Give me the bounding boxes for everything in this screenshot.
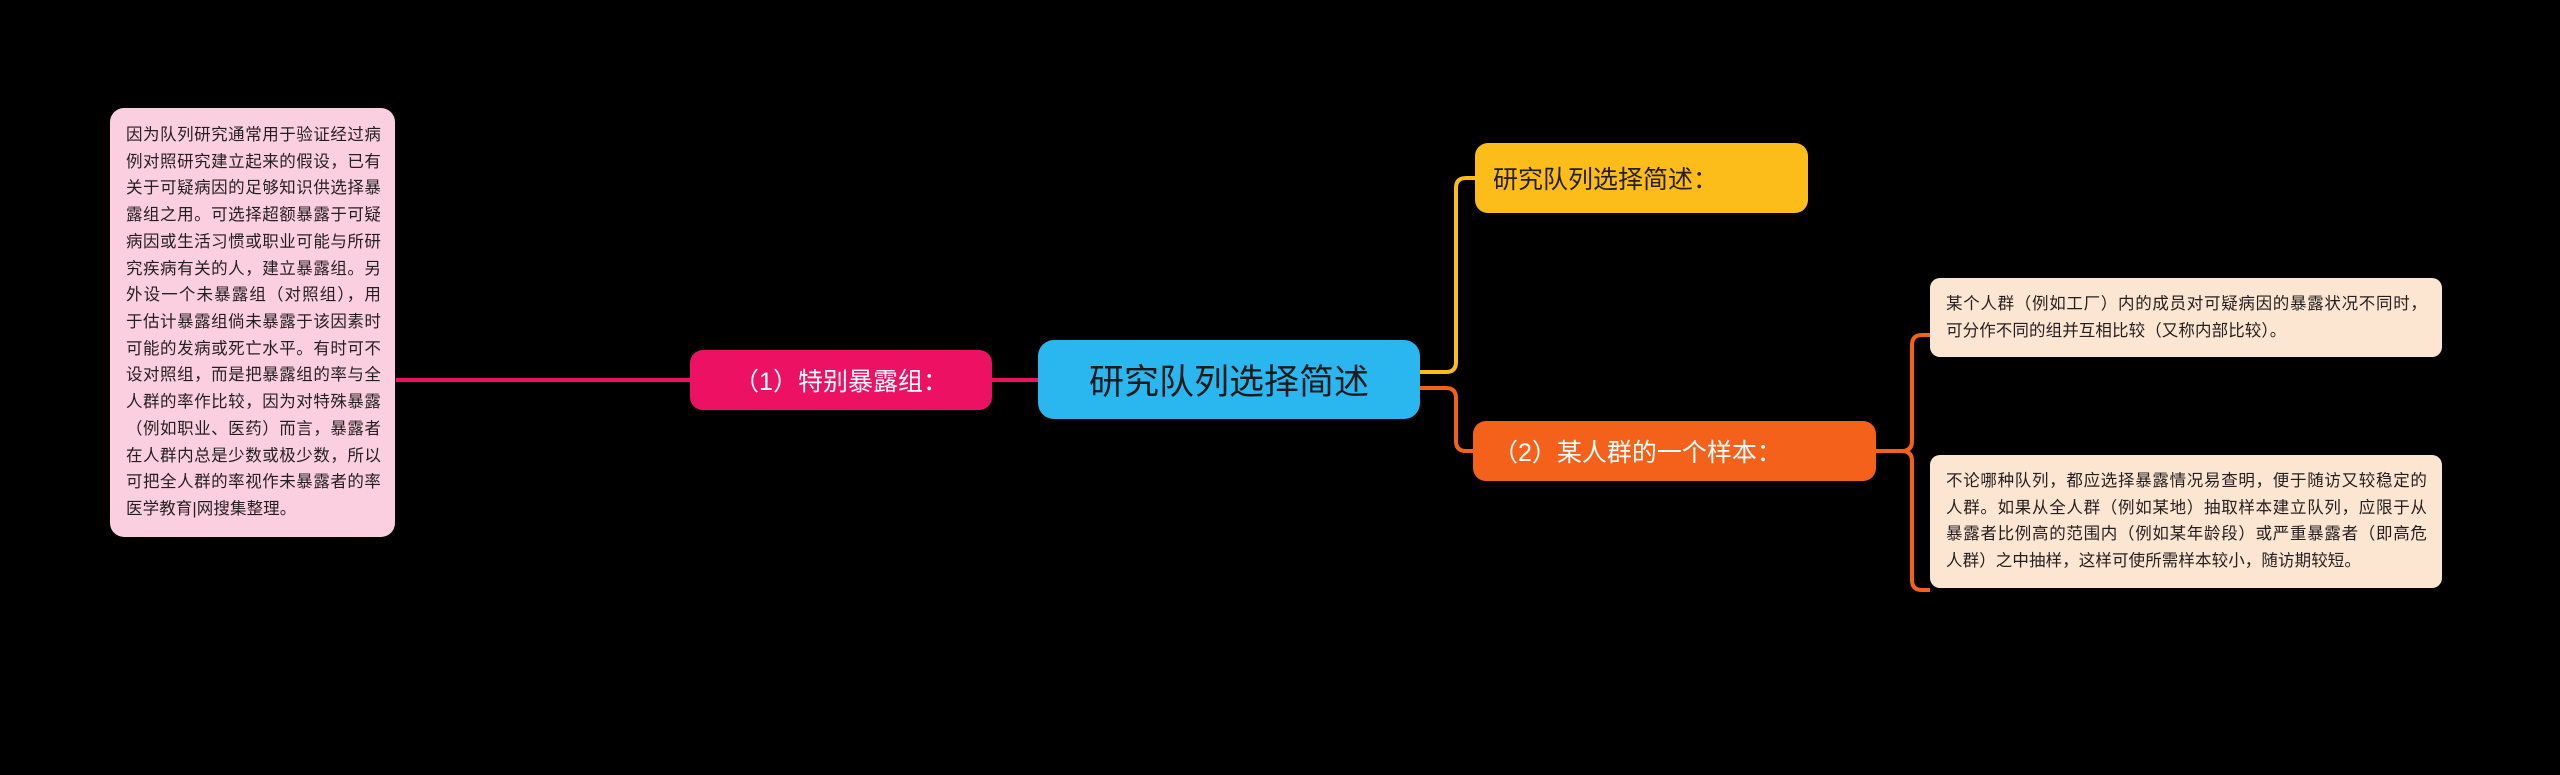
leaf-text-exposure-group: 因为队列研究通常用于验证经过病例对照研究建立起来的假设，已有关于可疑病因的足够知… xyxy=(110,108,395,537)
node-cohort-selection-summary-label: 研究队列选择简述： xyxy=(1493,166,1719,194)
node-population-sample[interactable]: （2）某人群的一个样本： xyxy=(1473,421,1876,481)
node-population-sample-label: （2）某人群的一个样本： xyxy=(1493,439,1782,467)
connector-center-to-yellow xyxy=(1420,176,1475,374)
node-cohort-selection-summary[interactable]: 研究队列选择简述： xyxy=(1475,143,1808,213)
leaf-text-internal-comparison: 某个人群（例如工厂）内的成员对可疑病因的暴露状况不同时，可分作不同的组并互相比较… xyxy=(1930,278,2442,358)
connector-orange-to-cream-2 xyxy=(1876,449,1930,592)
node-special-exposure-group[interactable]: （1）特别暴露组： xyxy=(690,350,992,410)
connector-orange-to-cream-1 xyxy=(1876,333,1930,453)
node-special-exposure-group-label: （1）特别暴露组： xyxy=(734,368,948,396)
connector-center-to-orange xyxy=(1420,386,1473,453)
node-center-topic[interactable]: 研究队列选择简述 xyxy=(1038,340,1420,419)
node-center-topic-label: 研究队列选择简述 xyxy=(1088,363,1369,402)
leaf-text-cohort-sampling: 不论哪种队列，都应选择暴露情况易查明，便于随访又较稳定的人群。如果从全人群（例如… xyxy=(1930,455,2442,588)
